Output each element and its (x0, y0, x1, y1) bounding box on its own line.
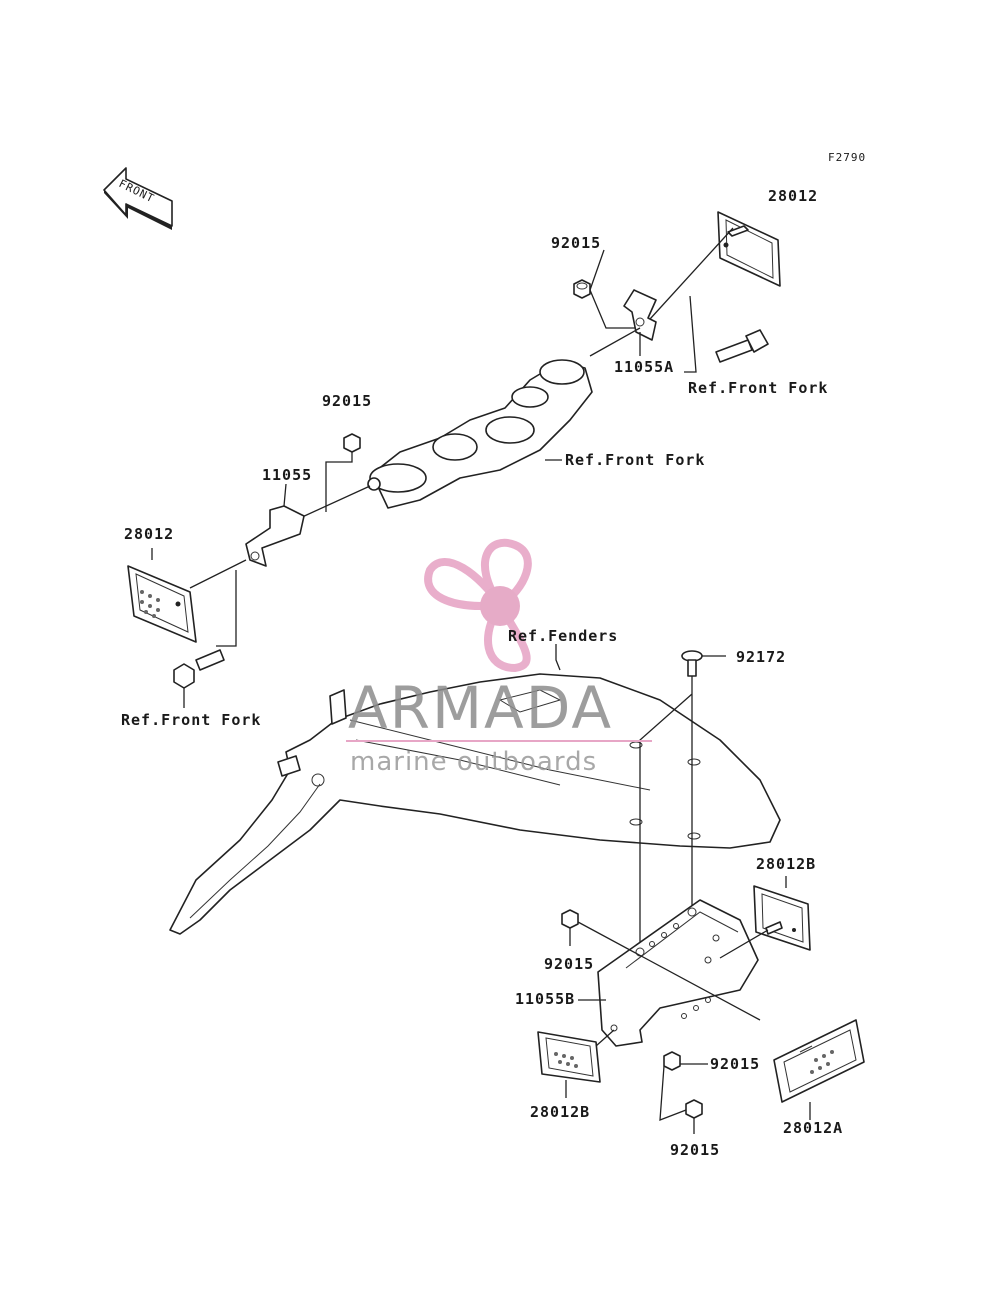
bolt-front-fork-upper (715, 329, 769, 363)
bracket-11055B (597, 899, 759, 1047)
leader-line (589, 327, 641, 357)
front-direction-arrow-icon: FRONT (103, 167, 173, 230)
bracket-11055A (623, 289, 657, 341)
callout-label: Ref.Front Fork (565, 451, 705, 469)
leader-line (639, 227, 734, 331)
reflector-28012B-right (753, 885, 811, 951)
figure-code: F2790 (828, 151, 866, 164)
nut-92015-lower-middle (663, 1051, 681, 1071)
front-fender (169, 673, 781, 935)
leader-line (299, 485, 371, 519)
leader-line (684, 295, 697, 373)
nut-92015-upper-right (573, 279, 591, 299)
leader-line (151, 548, 247, 589)
callout-label: 92172 (736, 648, 786, 666)
reflector-28012A (773, 1019, 865, 1103)
leader-line (216, 570, 237, 647)
leader-line (565, 1029, 615, 1098)
bracket-11055 (245, 505, 305, 567)
leader-line (325, 452, 353, 512)
triple-clamp-front-fork (367, 359, 593, 509)
bolt-front-fork-lower (173, 649, 225, 689)
leader-line (283, 483, 287, 507)
leader-line (555, 644, 561, 671)
callout-label: 11055 (262, 466, 312, 484)
leader-line (589, 249, 640, 329)
callout-label: 11055B (515, 990, 575, 1008)
leader-line (659, 1065, 695, 1134)
callout-label: Ref.Fenders (508, 627, 618, 645)
watermark-title: ARMADA (348, 674, 613, 742)
reflector-28012B-left (537, 1031, 601, 1083)
screw-92172 (681, 650, 703, 677)
leader-line (569, 921, 761, 1021)
callout-label: 28012 (768, 187, 818, 205)
callout-label: Ref.Front Fork (121, 711, 261, 729)
armada-propeller-logo (424, 538, 532, 673)
reflector-28012-left (127, 565, 197, 643)
callout-label: 92015 (322, 392, 372, 410)
callout-label: 92015 (670, 1141, 720, 1159)
callout-label: 28012A (783, 1119, 843, 1137)
callout-label: 28012B (530, 1103, 590, 1121)
callout-label: Ref.Front Fork (688, 379, 828, 397)
nut-92015-lower-left (561, 909, 579, 929)
reflector-28012-right (717, 211, 781, 287)
watermark-subtitle: marine outboards (350, 747, 597, 777)
callout-label: 92015 (710, 1055, 760, 1073)
callout-label: 28012 (124, 525, 174, 543)
callout-label: 92015 (551, 234, 601, 252)
nut-92015-bottom (685, 1099, 703, 1119)
callout-label: 28012B (756, 855, 816, 873)
callout-label: 11055A (614, 358, 674, 376)
leader-line (719, 876, 787, 959)
nut-92015-upper-left (343, 433, 361, 453)
callout-label: 92015 (544, 955, 594, 973)
